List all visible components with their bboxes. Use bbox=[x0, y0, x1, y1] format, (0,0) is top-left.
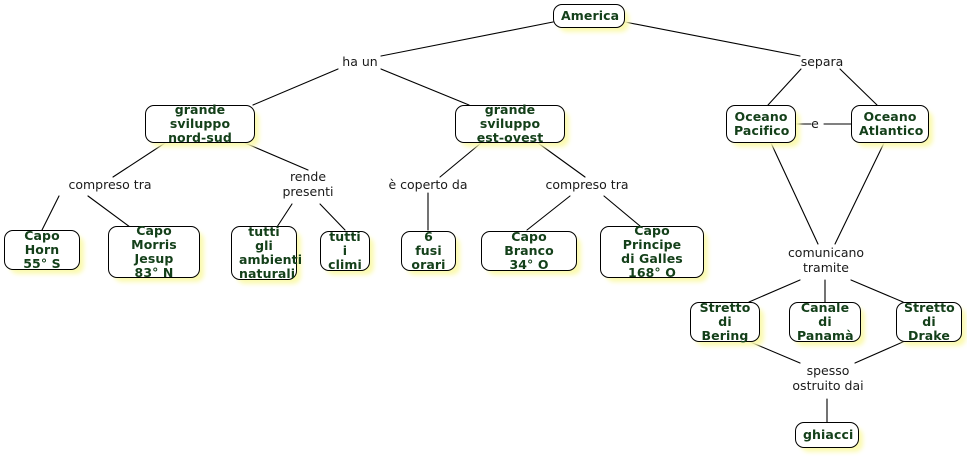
link-label-ha-un: ha un bbox=[342, 54, 378, 69]
link-label-e: e bbox=[811, 116, 819, 131]
edge-compresotra-principe bbox=[603, 195, 641, 227]
node-capo-branco-line2: 34° O bbox=[509, 257, 549, 272]
link-label-compreso-tra-est-ovest: compreso tra bbox=[545, 177, 629, 192]
node-capo-morris-jesup-line2: Morris Jesup bbox=[131, 237, 177, 266]
node-capo-branco[interactable]: Capo Branco 34° O bbox=[481, 229, 577, 272]
node-capo-principe-line1: Capo Principe bbox=[622, 223, 682, 252]
edge-separa-atlantico bbox=[839, 68, 878, 106]
node-stretto-drake-line2: di Drake bbox=[908, 314, 950, 343]
node-capo-morris-jesup[interactable]: Capo Morris Jesup 83° N bbox=[108, 223, 200, 280]
node-climi-line2: climi bbox=[328, 257, 362, 272]
node-climi-line1: tutti i bbox=[329, 229, 361, 258]
node-grande-sviluppo-nord-sud[interactable]: grande sviluppo nord-sud bbox=[145, 102, 255, 145]
node-ambienti-line3: naturali bbox=[239, 266, 296, 281]
node-fusi-line1: 6 fusi bbox=[415, 229, 442, 258]
node-canale-di-panama[interactable]: Canale di Panamà bbox=[789, 300, 861, 343]
edge-drake-ostruito bbox=[854, 340, 906, 364]
edge-comunicano-drake bbox=[850, 279, 904, 303]
edge-haun-sviluppo-ns bbox=[252, 68, 339, 106]
edge-rende-climi bbox=[319, 203, 346, 231]
node-oceano-pacifico-line1: Oceano bbox=[734, 109, 788, 124]
edge-haun-sviluppo-eo bbox=[380, 68, 470, 106]
link-label-e-coperto-da: è coperto da bbox=[388, 177, 468, 192]
node-ambienti-line1: tutti gli bbox=[248, 224, 280, 253]
node-grande-sviluppo-nord-sud-line1: grande sviluppo bbox=[169, 102, 231, 131]
node-oceano-atlantico[interactable]: Oceano Atlantico bbox=[851, 105, 929, 143]
edge-compresotra-capohorn bbox=[41, 195, 60, 231]
link-label-comunicano-tramite: comunicano tramite bbox=[787, 245, 865, 275]
link-label-rende-presenti: rende presenti bbox=[282, 169, 334, 199]
edge-svns-rende bbox=[244, 142, 309, 171]
node-stretto-di-bering[interactable]: Stretto di Bering bbox=[690, 300, 760, 343]
node-capo-horn-line2: 55° S bbox=[23, 256, 61, 271]
node-capo-morris-jesup-line1: Capo bbox=[136, 223, 172, 238]
node-grande-sviluppo-nord-sud-line2: nord-sud bbox=[168, 130, 232, 145]
node-capo-horn[interactable]: Capo Horn 55° S bbox=[4, 228, 80, 271]
edge-atlantico-comunicano bbox=[834, 142, 885, 245]
node-grande-sviluppo-est-ovest-line2: est-ovest bbox=[476, 130, 544, 145]
node-stretto-bering-line2: di Bering bbox=[701, 314, 749, 343]
edge-compresotra-branco bbox=[526, 195, 571, 231]
node-capo-branco-line1: Capo Branco bbox=[504, 229, 554, 258]
link-label-compreso-tra-nord-sud: compreso tra bbox=[68, 177, 152, 192]
link-label-spesso-ostruito-dai: spesso ostruito dai bbox=[792, 363, 864, 393]
edge-sveo-copertoda bbox=[439, 142, 482, 178]
node-ghiacci[interactable]: ghiacci bbox=[795, 422, 859, 448]
edge-pacifico-comunicano bbox=[770, 142, 819, 245]
node-canale-panama-line2: di Panamà bbox=[797, 314, 854, 343]
node-tutti-i-climi[interactable]: tutti i climi bbox=[320, 229, 370, 272]
node-ghiacci-label: ghiacci bbox=[803, 427, 854, 442]
node-grande-sviluppo-est-ovest-line1: grande sviluppo bbox=[479, 102, 541, 131]
node-6-fusi-orari[interactable]: 6 fusi orari bbox=[401, 229, 456, 272]
node-oceano-pacifico[interactable]: Oceano Pacifico bbox=[726, 105, 796, 143]
node-oceano-pacifico-line2: Pacifico bbox=[734, 123, 790, 138]
link-label-separa: separa bbox=[800, 54, 844, 69]
edge-america-haun bbox=[380, 21, 554, 57]
node-capo-morris-jesup-line3: 83° N bbox=[134, 265, 174, 280]
edge-comunicano-bering bbox=[748, 279, 801, 303]
edge-separa-pacifico bbox=[767, 68, 802, 106]
node-tutti-gli-ambienti-naturali[interactable]: tutti gli ambienti naturali bbox=[231, 224, 303, 281]
edge-svns-compresotra bbox=[112, 142, 166, 178]
node-america-label: America bbox=[561, 8, 620, 23]
node-oceano-atlantico-line2: Atlantico bbox=[859, 123, 924, 138]
node-oceano-atlantico-line1: Oceano bbox=[863, 109, 917, 124]
node-stretto-bering-line1: Stretto bbox=[699, 300, 751, 315]
node-capo-principe-line2: di Galles bbox=[621, 251, 683, 266]
node-america[interactable]: America bbox=[553, 4, 625, 28]
node-ambienti-line2: ambienti bbox=[239, 252, 303, 267]
edge-bering-ostruito bbox=[747, 340, 801, 364]
node-capo-principe-di-galles[interactable]: Capo Principe di Galles 168° O bbox=[600, 223, 704, 280]
node-grande-sviluppo-est-ovest[interactable]: grande sviluppo est-ovest bbox=[455, 102, 565, 145]
node-capo-horn-line1: Capo Horn bbox=[24, 228, 60, 257]
edge-america-separa bbox=[624, 21, 801, 57]
edge-sveo-compresotra bbox=[537, 142, 586, 178]
node-stretto-drake-line1: Stretto bbox=[904, 300, 955, 315]
node-canale-panama-line1: Canale bbox=[800, 300, 850, 315]
node-capo-principe-line3: 168° O bbox=[628, 265, 676, 280]
node-stretto-di-drake[interactable]: Stretto di Drake bbox=[896, 300, 962, 343]
node-fusi-line2: orari bbox=[411, 257, 446, 272]
